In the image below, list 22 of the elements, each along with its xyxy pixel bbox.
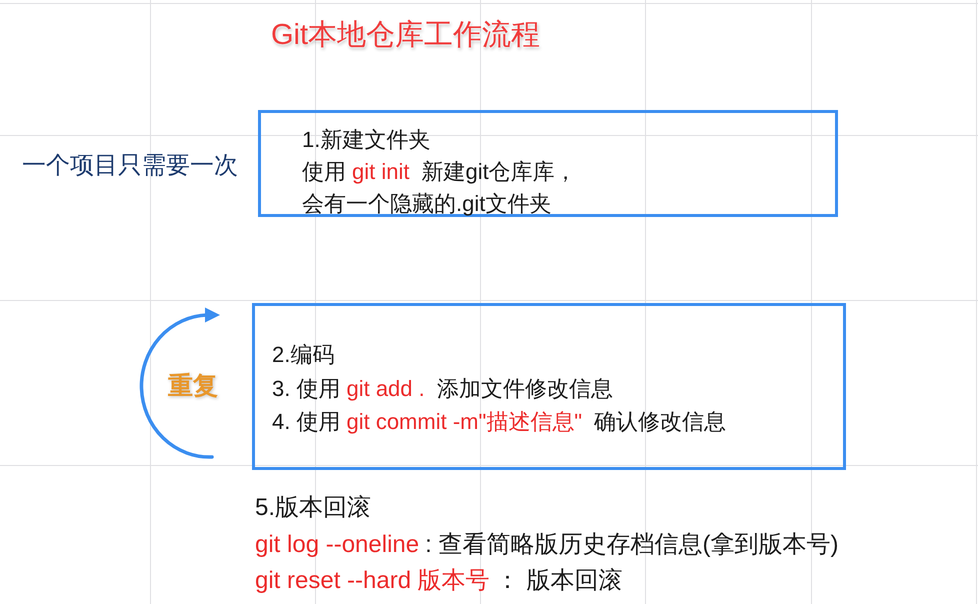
step-box (258, 110, 838, 217)
step-box (252, 303, 846, 470)
step-text: 5.版本回滚 (255, 493, 372, 523)
title: Git本地仓库工作流程 (271, 18, 540, 53)
step-text: 新建git仓库库， (421, 158, 577, 186)
step-text: ： 版本回滚 (496, 566, 622, 596)
step-text: 添加文件修改信息 (436, 375, 613, 403)
repeat-label: 重复 (168, 371, 218, 402)
step-text: 1.新建文件夹 (302, 126, 430, 154)
command-text: git init (352, 158, 410, 186)
note-text: 一个项目只需要一次 (22, 151, 238, 181)
step-text: 确认修改信息 (594, 408, 726, 436)
command-text: git add . (346, 375, 425, 403)
step-text: : 查看简略版历史存档信息(拿到版本号) (425, 530, 838, 560)
step-text: 会有一个隐藏的.git文件夹 (302, 190, 552, 218)
command-text: git commit -m"描述信息" (346, 408, 582, 436)
command-text: git reset --hard 版本号 (255, 566, 490, 596)
command-text: git log --oneline (255, 530, 420, 560)
step-text: 使用 (302, 158, 346, 186)
step-text: 4. 使用 (272, 408, 340, 436)
step-text: 3. 使用 (272, 375, 340, 403)
step-text: 2.编码 (272, 341, 334, 369)
